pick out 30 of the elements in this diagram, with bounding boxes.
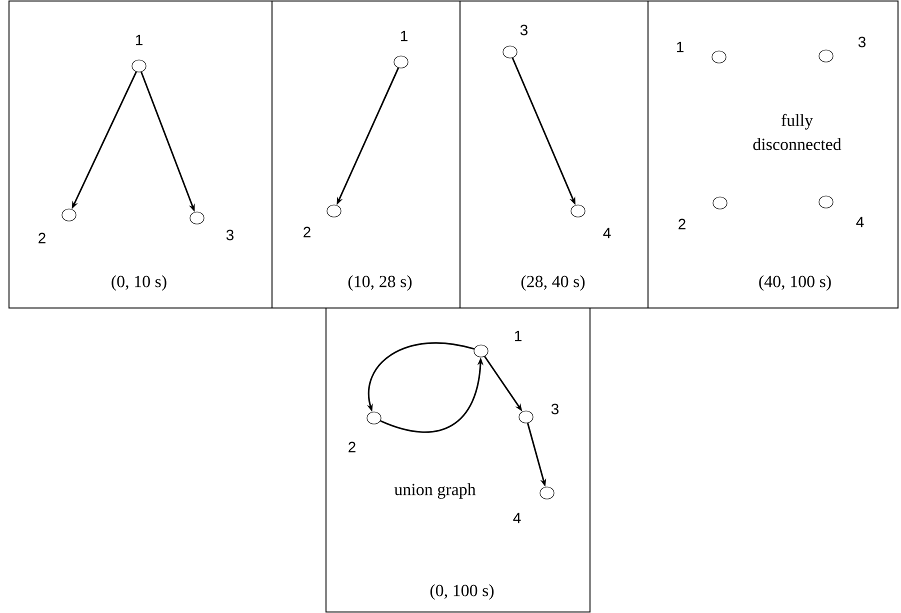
vertex-circle	[540, 486, 554, 500]
vertex-circle	[394, 56, 408, 68]
vertex-circle	[62, 208, 76, 222]
vertex-circle	[474, 344, 488, 358]
vertex-circle	[518, 410, 534, 424]
vertex-circle	[366, 412, 382, 424]
vertex-circle	[132, 60, 146, 72]
vertex-number: 1	[514, 330, 522, 342]
vertex-number: 4	[856, 216, 864, 228]
vertex-number: 4	[513, 512, 521, 524]
vertex-number: 2	[348, 442, 356, 452]
vertex-circle	[712, 50, 726, 64]
vertex-circle	[326, 204, 342, 218]
vertex-circle	[190, 212, 204, 224]
vertex-number: 2	[304, 226, 310, 238]
vertex-number: 3	[858, 36, 866, 48]
vertex-number: 1	[400, 30, 408, 42]
vertex-number: 2	[38, 232, 46, 244]
vertex-number: 3	[226, 230, 234, 240]
vertex-number: 1	[136, 34, 142, 46]
vertex-number: 3	[551, 404, 559, 414]
vertex-circle	[502, 46, 518, 58]
vertex-circle	[712, 196, 728, 210]
vertex-number: 1	[676, 42, 684, 52]
vertex-circle	[818, 50, 834, 62]
vertex-number: 2	[678, 218, 686, 230]
vertex-number: 4	[603, 228, 611, 238]
vertex-circle	[570, 204, 586, 218]
vertex-number: 3	[520, 24, 528, 36]
vertex-circle	[818, 196, 834, 208]
